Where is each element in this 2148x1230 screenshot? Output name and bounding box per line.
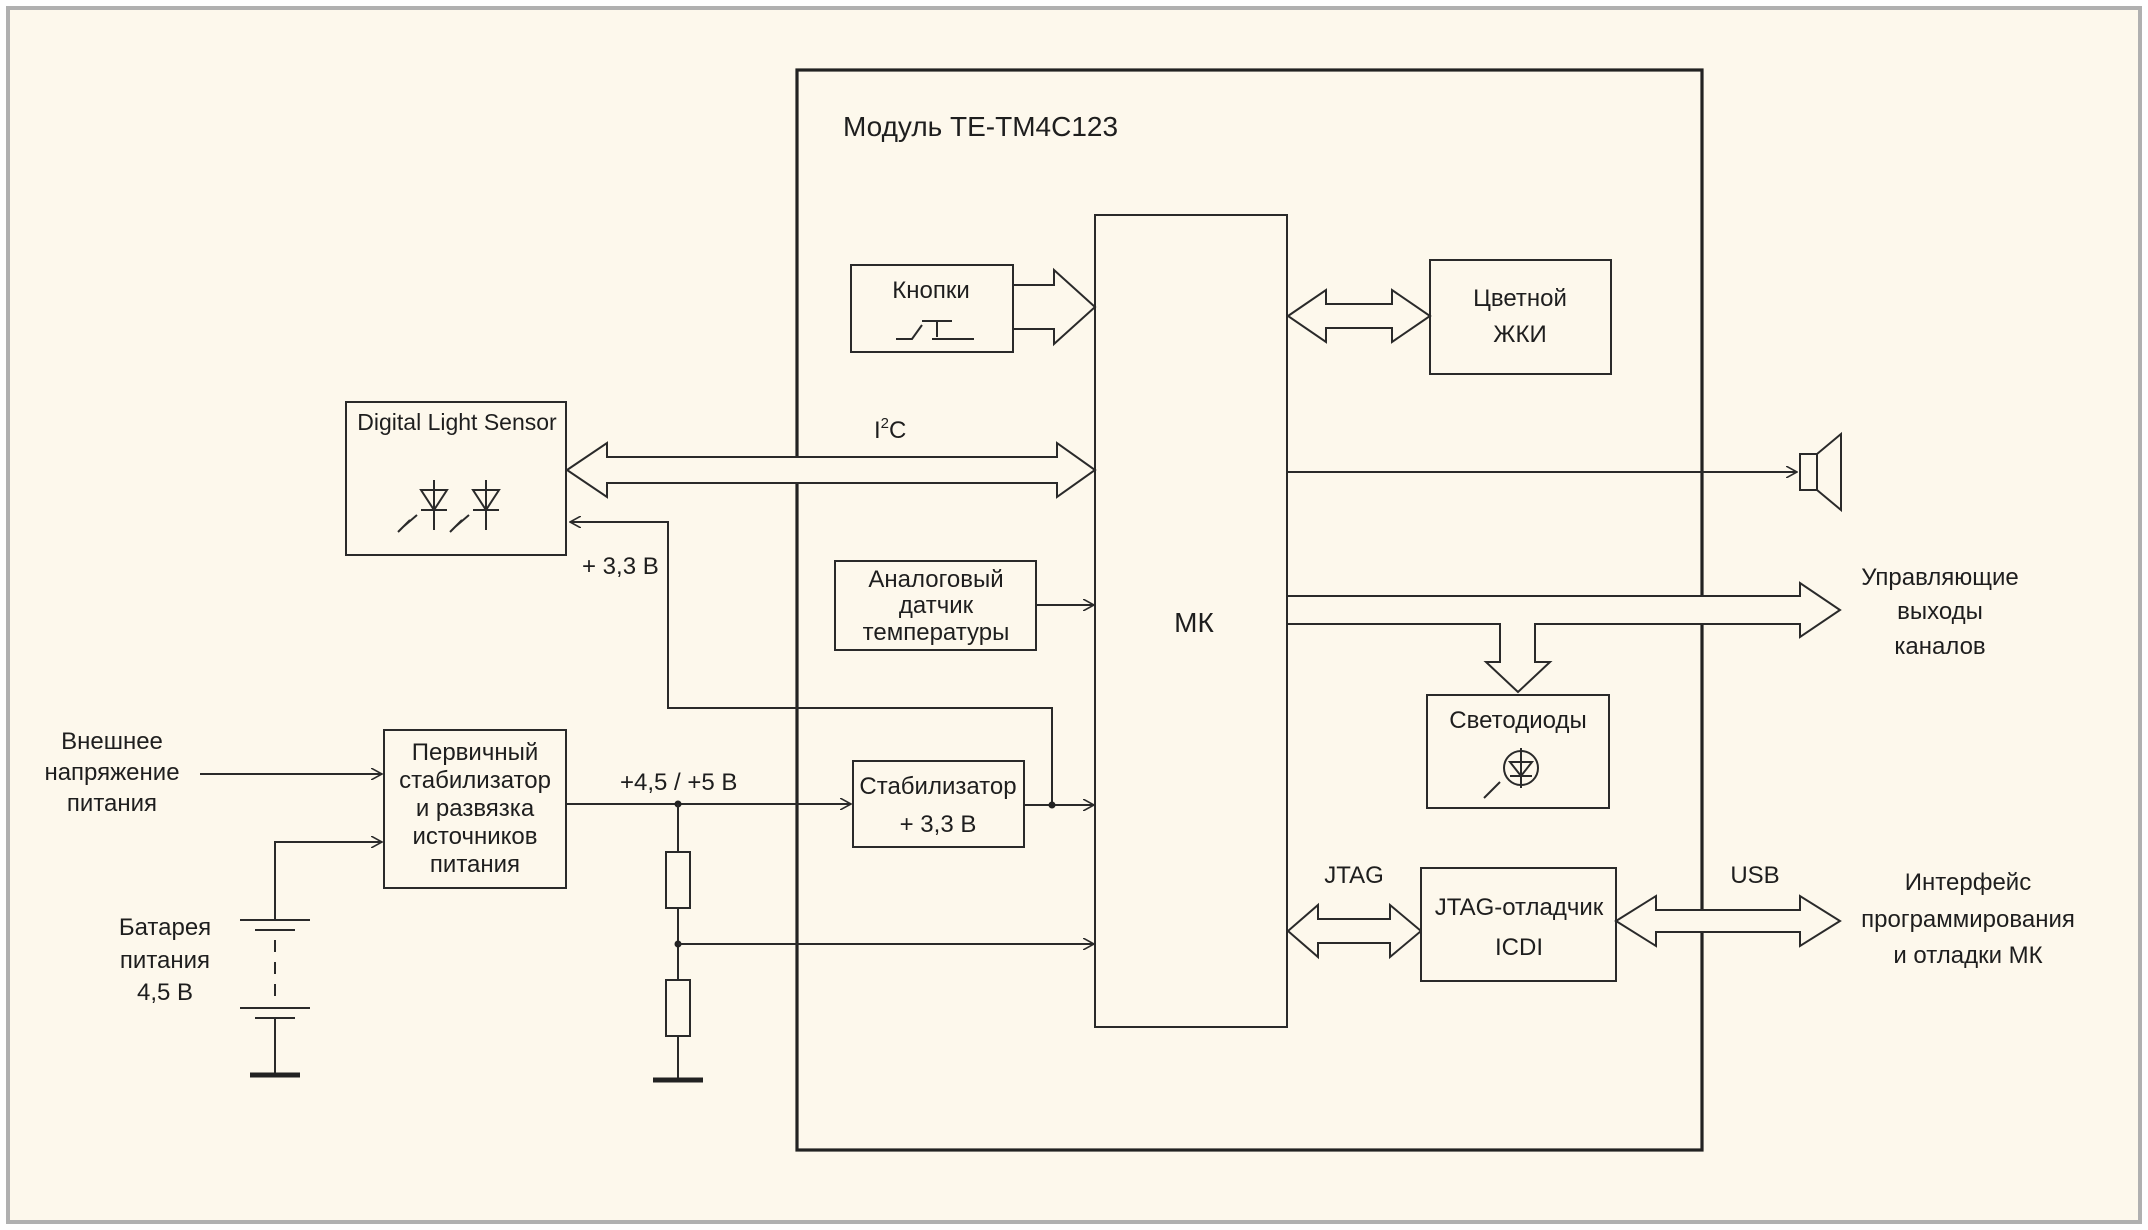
temp-sensor-line2: датчик bbox=[899, 592, 974, 619]
jtag-debugger-line2: ICDI bbox=[1495, 934, 1543, 961]
switch-icon bbox=[896, 320, 974, 340]
primary-stab-line1: Первичный bbox=[412, 739, 539, 766]
v33-junction bbox=[1048, 801, 1056, 809]
battery-to-stabilizer-line bbox=[274, 842, 382, 920]
resistor-icon bbox=[665, 851, 691, 909]
stabilizer-block bbox=[852, 760, 1025, 848]
temp-sensor-block bbox=[834, 560, 1037, 651]
primary-stab-line2: стабилизатор bbox=[399, 767, 551, 794]
primary-stab-line5: питания bbox=[430, 851, 520, 878]
svg-text:напряжение: напряжение bbox=[44, 759, 179, 786]
mcu-block bbox=[1094, 214, 1288, 1028]
mcu-label: МК bbox=[1174, 607, 1214, 638]
battery-label: Батарея питания 4,5 В bbox=[119, 914, 211, 1006]
temp-sensor-line3: температуры bbox=[863, 619, 1010, 646]
led-icon bbox=[1483, 748, 1539, 799]
svg-text:Батарея: Батарея bbox=[119, 914, 211, 941]
i2c-bus-arrow bbox=[565, 441, 1097, 499]
svg-text:Управляющие: Управляющие bbox=[1861, 564, 2019, 591]
ext-power-label: Внешнее напряжение питания bbox=[44, 728, 179, 817]
primary-stab-line3: и развязка bbox=[416, 795, 535, 822]
light-sensor-block bbox=[345, 401, 567, 556]
svg-text:программирования: программирования bbox=[1861, 906, 2075, 933]
svg-text:4,5 В: 4,5 В bbox=[137, 979, 193, 1006]
svg-text:выходы: выходы bbox=[1897, 598, 1983, 625]
lcd-line2: ЖКИ bbox=[1493, 321, 1546, 348]
svg-text:питания: питания bbox=[120, 947, 210, 974]
usb-label: USB bbox=[1730, 862, 1779, 889]
usb-arrow bbox=[1614, 894, 1842, 948]
resistor-icon-2 bbox=[665, 979, 691, 1037]
temp-sensor-line1: Аналоговый bbox=[868, 566, 1003, 593]
primary-stab-line4: источников bbox=[413, 823, 538, 850]
primary-stabilizer-block bbox=[383, 729, 567, 889]
lcd-line1: Цветной bbox=[1473, 285, 1567, 312]
jtag-label: JTAG bbox=[1324, 862, 1384, 889]
control-outputs-arrow bbox=[1286, 581, 1842, 694]
buttons-to-mcu-arrow bbox=[1012, 267, 1097, 347]
buttons-label: Кнопки bbox=[892, 277, 969, 304]
speaker-icon bbox=[1799, 431, 1842, 513]
svg-text:питания: питания bbox=[67, 790, 157, 817]
mcu-lcd-bus-arrow bbox=[1286, 288, 1432, 344]
stabilizer-line2: + 3,3 В bbox=[900, 811, 977, 838]
control-outputs-label: Управляющие выходы каналов bbox=[1861, 564, 2019, 660]
photodiode-icon bbox=[397, 480, 501, 533]
svg-text:Интерфейс: Интерфейс bbox=[1905, 869, 2031, 896]
svg-text:Внешнее: Внешнее bbox=[61, 728, 163, 755]
leds-label: Светодиоды bbox=[1449, 707, 1586, 734]
v33-feed-line bbox=[570, 522, 1053, 805]
i2c-label: I2C bbox=[874, 415, 906, 444]
svg-text:каналов: каналов bbox=[1894, 633, 1985, 660]
v33-label: + 3,3 В bbox=[582, 553, 659, 580]
battery-icon bbox=[240, 919, 310, 1075]
stabilizer-line1: Стабилизатор bbox=[859, 773, 1016, 800]
svg-text:и отладки МК: и отладки МК bbox=[1893, 942, 2042, 969]
light-sensor-label: Digital Light Sensor bbox=[357, 409, 557, 435]
v45-label: +4,5 / +5 В bbox=[620, 769, 737, 796]
module-title: Модуль TE-TM4C123 bbox=[843, 111, 1118, 142]
jtag-debugger-line1: JTAG-отладчик bbox=[1435, 894, 1604, 921]
prog-interface-label: Интерфейс программирования и отладки МК bbox=[1861, 869, 2075, 969]
jtag-debugger-block bbox=[1420, 867, 1617, 982]
lcd-block bbox=[1429, 259, 1612, 375]
